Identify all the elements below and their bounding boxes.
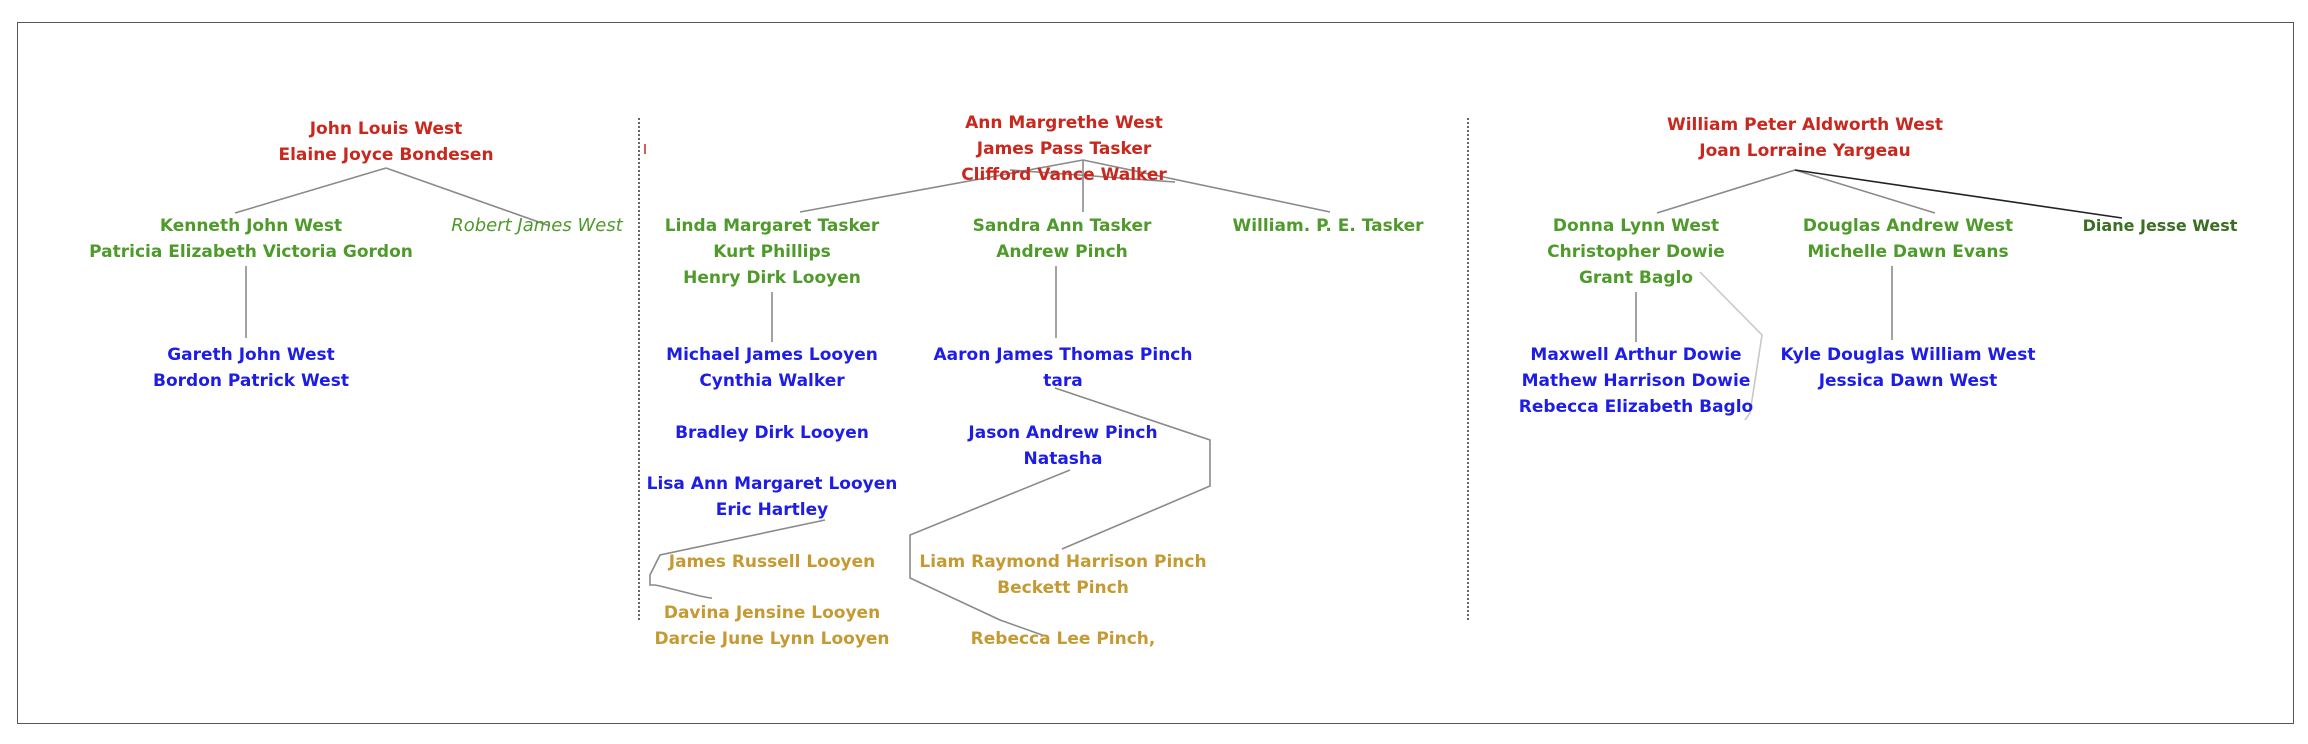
node-william-tasker: William. P. E. Tasker [1232, 213, 1423, 239]
person-name: Eric Hartley [715, 500, 829, 520]
person-name: Jason Andrew Pinch [968, 423, 1158, 443]
person-name: Kurt Phillips [713, 242, 831, 262]
person-name: Lisa Ann Margaret Looyen [646, 474, 898, 494]
person-name: Bordon Patrick West [153, 371, 349, 391]
person-name: Linda Margaret Tasker [664, 216, 880, 236]
branch-divider-1 [638, 118, 640, 620]
person-name: Bradley Dirk Looyen [675, 423, 869, 443]
person-name: Donna Lynn West [1552, 216, 1720, 236]
person-name: Cynthia Walker [699, 371, 845, 391]
person-name: James Pass Tasker [976, 139, 1152, 159]
person-name: William. P. E. Tasker [1232, 216, 1424, 236]
link-lisa-james-davina [649, 519, 826, 599]
person-name: Davina Jensine Looyen [663, 603, 881, 623]
person-name: Beckett Pinch [997, 578, 1129, 598]
person-name: Rebecca Elizabeth Baglo [1518, 397, 1754, 417]
link-ann-cross [1009, 169, 1176, 183]
link-aaron-liam [1054, 387, 1211, 550]
person-name: Grant Baglo [1578, 268, 1694, 288]
link-john-robert [385, 167, 551, 227]
person-name: tara [1043, 371, 1083, 391]
person-name: Natasha [1023, 449, 1103, 469]
link-grant-rebecca [1699, 271, 1763, 421]
branch-divider-2 [1467, 118, 1469, 620]
diagram-frame [17, 22, 2294, 724]
person-name: John Louis West [309, 119, 463, 139]
person-name: Clifford Vance Walker [961, 165, 1167, 185]
person-name: Kyle Douglas William West [1780, 345, 2036, 365]
person-name: Sandra Ann Tasker [972, 216, 1152, 236]
link-william-diane [1794, 169, 2123, 219]
person-name: Elaine Joyce Bondesen [278, 145, 494, 165]
link-ann-linda [799, 159, 1084, 213]
node-diane-jesse-west: Diane Jesse West [2083, 213, 2238, 239]
person-name: Gareth John West [167, 345, 335, 365]
link-william-donna [1656, 169, 1796, 214]
person-name: Ann Margrethe West [965, 113, 1163, 133]
person-name: Douglas Andrew West [1802, 216, 2014, 236]
link-william-douglas [1794, 169, 1936, 214]
person-name: Andrew Pinch [996, 242, 1128, 262]
node-james-russell-looyen: James Russell Looyen [669, 549, 876, 575]
link-john-kenneth [234, 167, 387, 214]
person-name: James Russell Looyen [668, 552, 876, 572]
person-name: Maxwell Arthur Dowie [1530, 345, 1742, 365]
node-aaron-james-thomas-pinch: Aaron James Thomas Pinch tara [934, 342, 1193, 394]
person-name: Liam Raymond Harrison Pinch [919, 552, 1207, 572]
person-name: Mathew Harrison Dowie [1521, 371, 1751, 391]
link-jason-rebecca [909, 469, 1071, 637]
person-name: Christopher Dowie [1547, 242, 1725, 262]
person-name: Michelle Dawn Evans [1807, 242, 2009, 262]
marker-tick [644, 144, 646, 154]
person-name: William Peter Aldworth West [1666, 115, 1944, 135]
node-bradley-dirk-looyen: Bradley Dirk Looyen [675, 420, 869, 446]
person-name: Henry Dirk Looyen [683, 268, 861, 288]
person-name: Robert James West [451, 215, 623, 236]
node-robert-james-west: Robert James West [451, 213, 623, 239]
person-name: Rebecca Lee Pinch, [970, 629, 1156, 649]
person-name: Kenneth John West [159, 216, 343, 236]
person-name: Aaron James Thomas Pinch [933, 345, 1193, 365]
person-name: Joan Lorraine Yargeau [1699, 141, 1911, 161]
person-name: Diane Jesse West [2082, 216, 2238, 235]
person-name: Jessica Dawn West [1818, 371, 1998, 391]
person-name: Darcie June Lynn Looyen [654, 629, 890, 649]
link-ann-william [1082, 159, 1331, 213]
node-rebecca-lee-pinch: Rebecca Lee Pinch, [971, 626, 1156, 652]
person-name: Michael James Looyen [666, 345, 878, 365]
person-name: Patricia Elizabeth Victoria Gordon [89, 242, 413, 262]
